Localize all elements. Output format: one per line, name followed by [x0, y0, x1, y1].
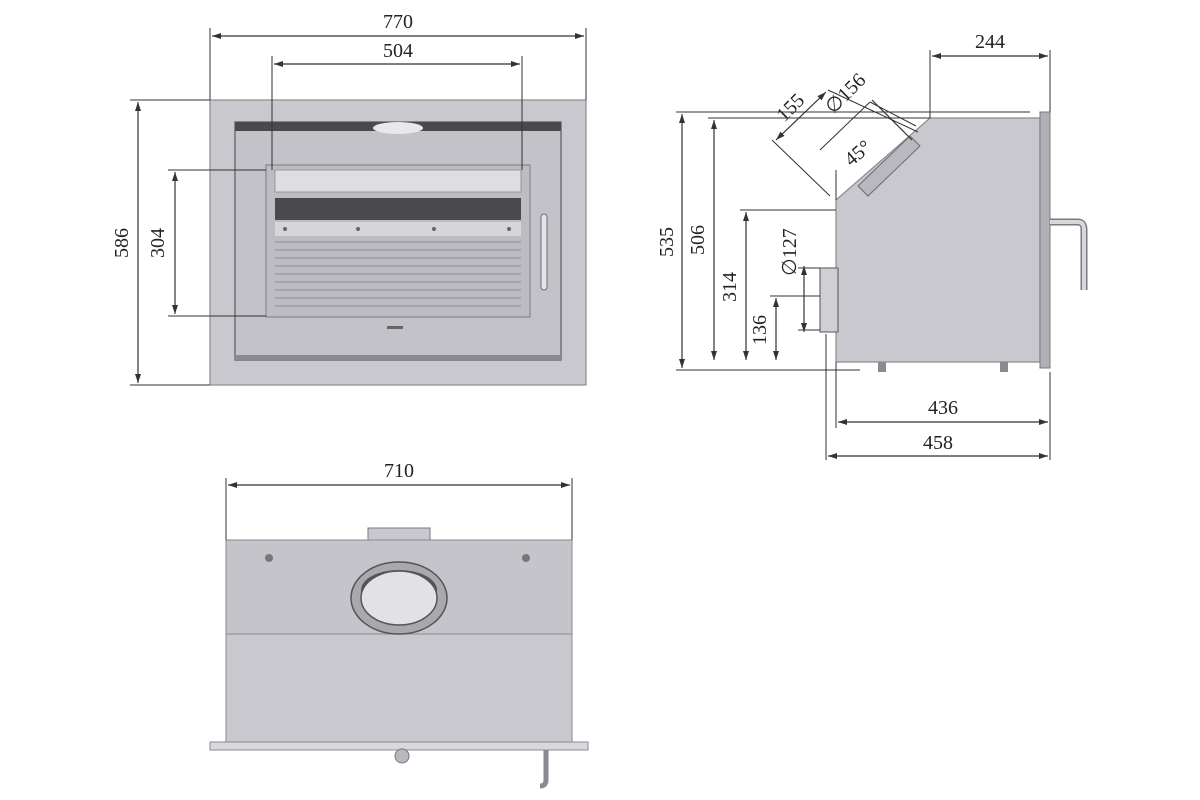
top-knob [394, 748, 410, 764]
front-logo [387, 326, 403, 329]
front-ash-lines [275, 241, 521, 307]
dim-height-overall: 535 [656, 227, 678, 257]
dim-top-depth: 244 [975, 31, 1005, 53]
front-grate [275, 222, 521, 236]
top-flue-opening [360, 570, 438, 626]
front-dark-strip [275, 198, 521, 220]
front-bottom-band [235, 355, 561, 360]
side-front-plate [1039, 111, 1051, 369]
dim-chamfer: 155 [772, 89, 809, 126]
dim-angle: 45° [840, 136, 876, 171]
front-top-vent [373, 122, 423, 134]
top-bolt-right [522, 554, 530, 562]
top-lower-panel [225, 633, 573, 745]
dim-overall-height: 586 [111, 228, 133, 258]
side-handle [1050, 218, 1088, 290]
side-top-outlet [857, 135, 921, 197]
dim-height-body: 506 [687, 225, 709, 255]
dim-glass-width: 504 [383, 40, 413, 62]
dim-depth-overall: 458 [923, 432, 953, 454]
dim-155-line [775, 91, 827, 141]
top-front-lip [209, 741, 589, 751]
side-view: 244 155 ∅156 45° 535 506 314 136 ∅127 [656, 31, 1088, 460]
dim-spigot-diameter: ∅127 [779, 228, 801, 275]
dim-glass-height: 304 [147, 228, 169, 258]
dim-spigot-center: 314 [719, 272, 741, 302]
front-baffle [274, 169, 522, 193]
dim-top-flue-diameter: ∅156 [821, 69, 870, 118]
side-foot-front [1000, 362, 1008, 372]
top-view: 710 [209, 460, 589, 789]
dim-top-width: 710 [384, 460, 414, 482]
top-handle [539, 750, 549, 789]
top-bolt-left [265, 554, 273, 562]
dim-overall-width: 770 [383, 11, 413, 33]
front-door-handle [540, 213, 548, 291]
front-view: 770 504 586 304 [111, 11, 587, 386]
side-foot-rear [878, 362, 886, 372]
front-grate-dots [283, 227, 511, 231]
side-rear-spigot [819, 267, 839, 333]
dim-depth-body: 436 [928, 397, 958, 419]
dim-spigot-bottom: 136 [749, 315, 771, 345]
